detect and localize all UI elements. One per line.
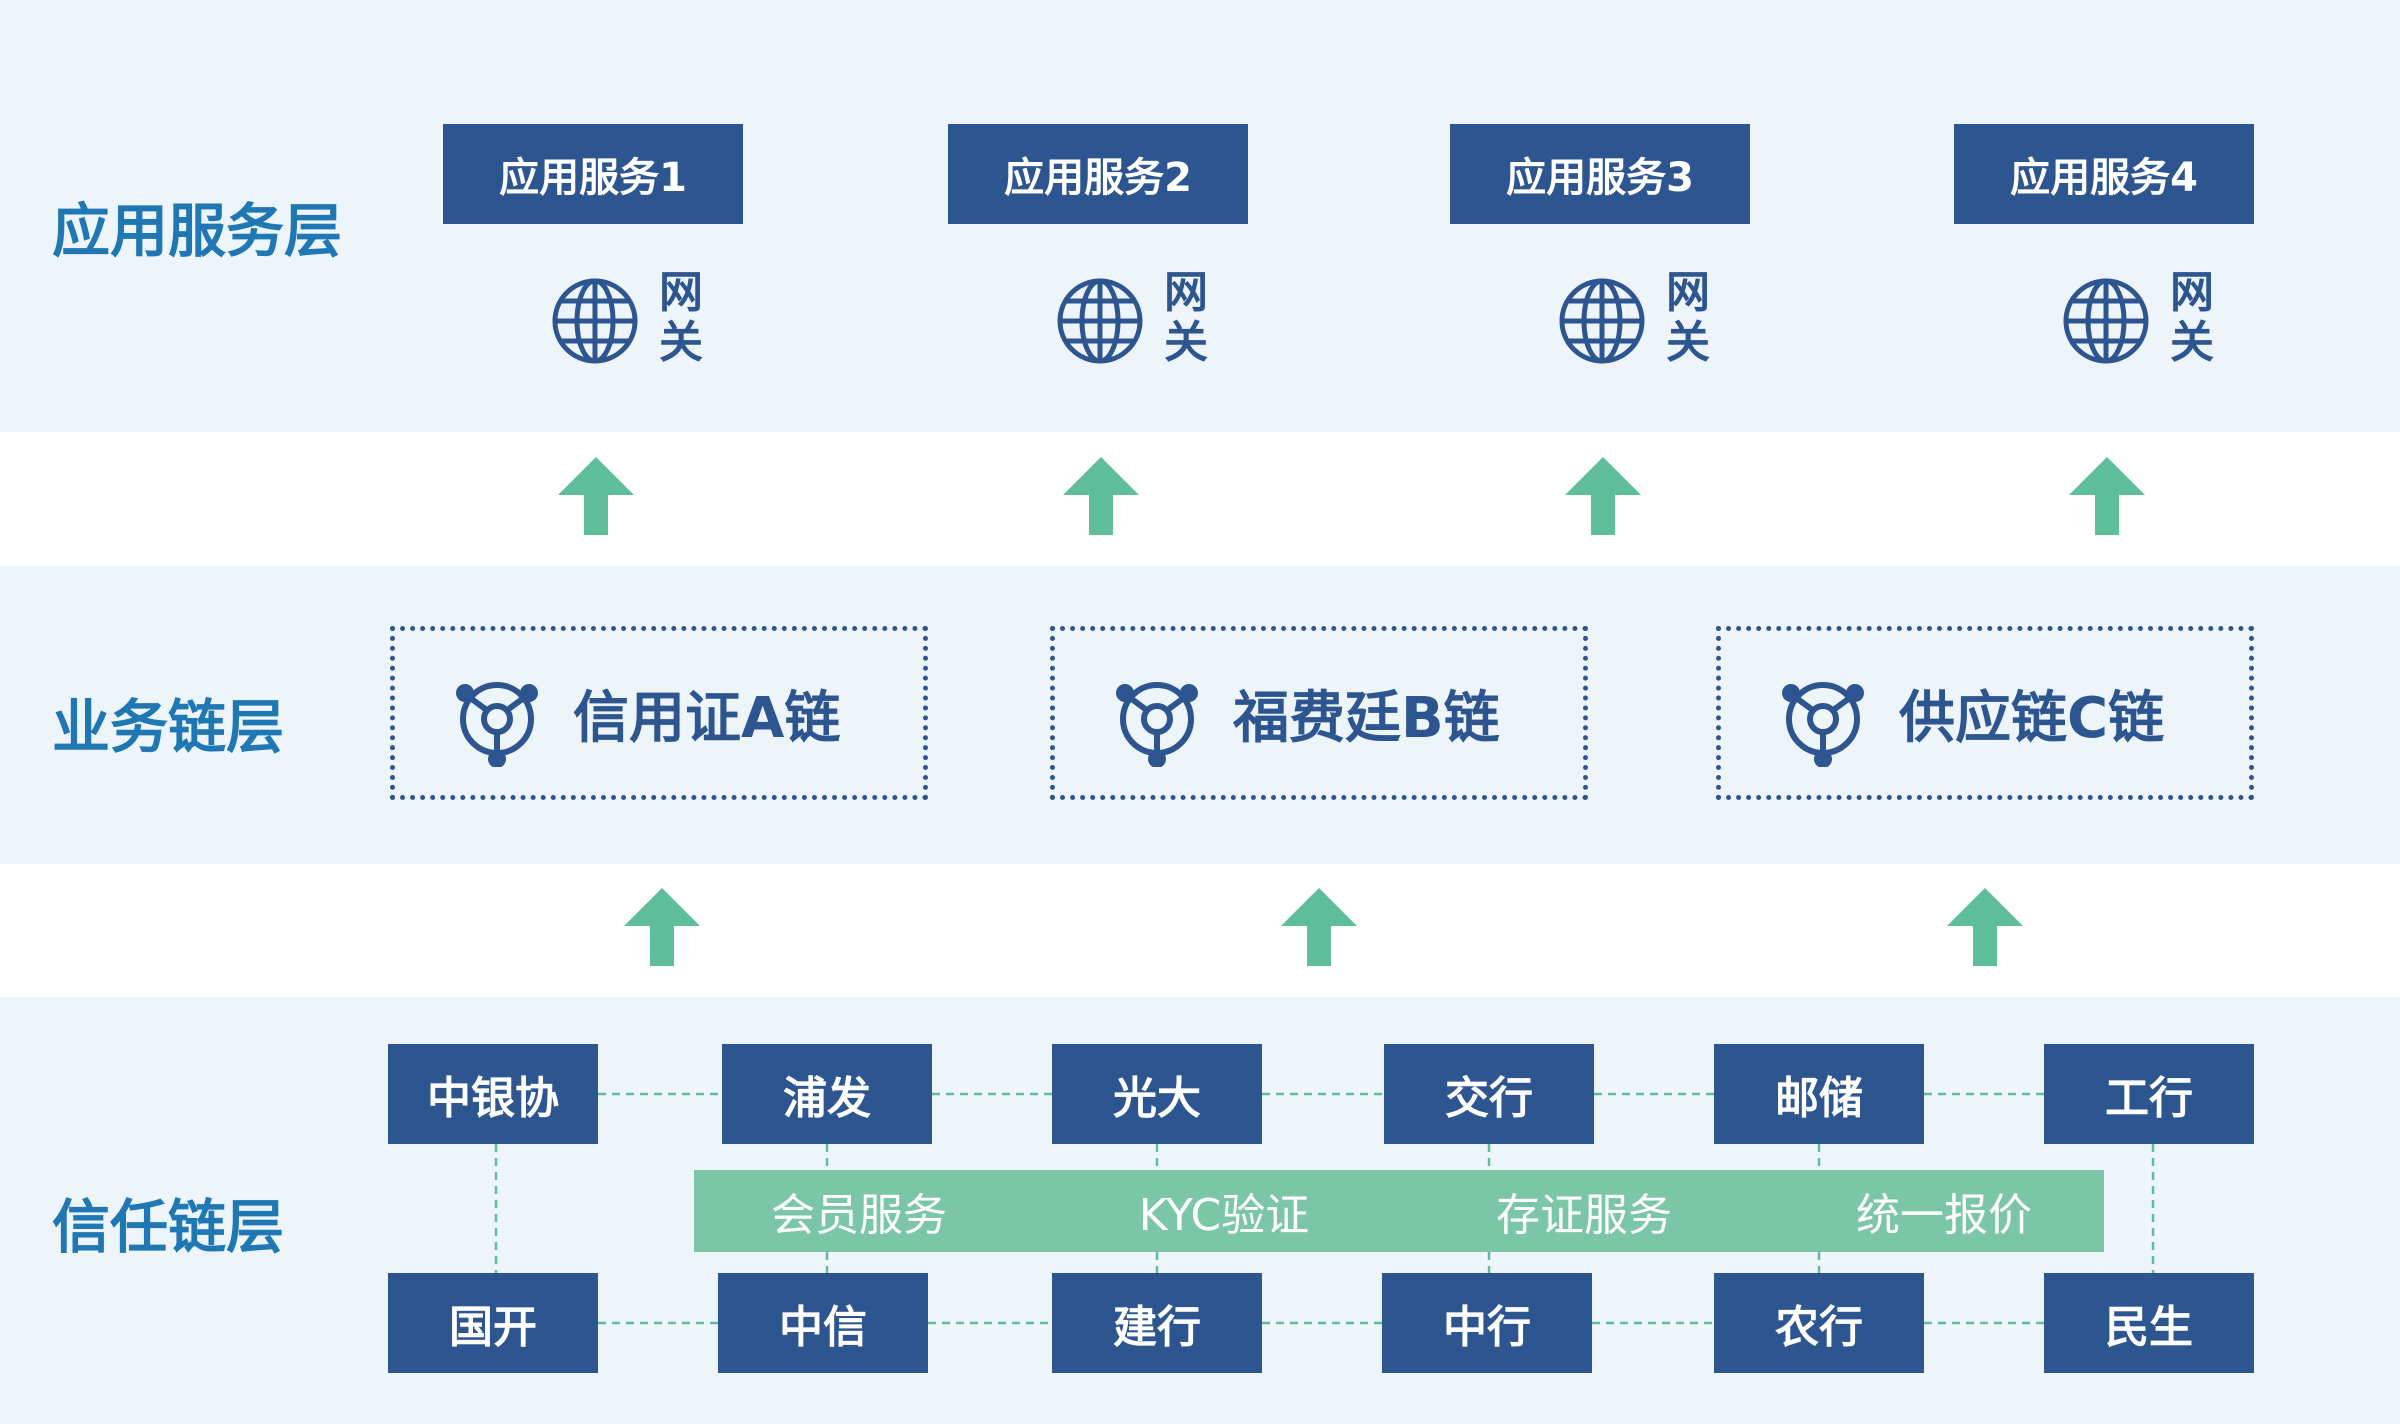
shared-service: 存证服务: [1496, 1190, 1672, 1241]
up-arrow-icon: [2069, 457, 2145, 535]
gateway-3: 网关: [1557, 268, 1727, 378]
service-box-4: 应用服务4: [1954, 124, 2254, 224]
shared-service: KYC验证: [1138, 1190, 1310, 1241]
gateway-label: 网关: [2170, 267, 2214, 368]
application-layer-label: 应用服务层: [52, 197, 343, 265]
bank-node: 中行: [1382, 1273, 1592, 1373]
globe-icon: [2063, 278, 2149, 364]
service-box-3: 应用服务3: [1450, 124, 1750, 224]
gateway-label: 网关: [1164, 267, 1208, 368]
gateway-4: 网关: [2061, 268, 2231, 378]
chain-network-icon: [1782, 682, 1864, 767]
chain-network-icon: [456, 682, 538, 767]
chain-box-c: 供应链C链: [1716, 626, 2254, 800]
bank-node: 中信: [718, 1273, 928, 1373]
globe-icon: [1559, 278, 1645, 364]
bank-node: 光大: [1052, 1044, 1262, 1144]
bank-node: 浦发: [722, 1044, 932, 1144]
chain-box-b: 福费廷B链: [1050, 626, 1588, 800]
shared-service: 统一报价: [1856, 1190, 2032, 1241]
service-box-2: 应用服务2: [948, 124, 1248, 224]
up-arrow-icon: [624, 888, 700, 966]
service-box-1: 应用服务1: [443, 124, 743, 224]
chain-box-a: 信用证A链: [390, 626, 928, 800]
chain-network-icon: [1116, 682, 1198, 767]
globe-icon: [552, 278, 638, 364]
bank-node: 建行: [1052, 1273, 1262, 1373]
trust-layer-label: 信任链层: [52, 1193, 285, 1261]
chain-name: 福费廷B链: [1233, 685, 1500, 751]
bank-node: 工行: [2044, 1044, 2254, 1144]
up-arrow-icon: [1281, 888, 1357, 966]
bank-node: 交行: [1384, 1044, 1594, 1144]
gateway-2: 网关: [1055, 268, 1225, 378]
business-layer-label: 业务链层: [52, 693, 285, 761]
shared-services-strip: 会员服务 KYC验证 存证服务 统一报价: [694, 1170, 2104, 1252]
chain-name: 信用证A链: [573, 685, 841, 751]
shared-service: 会员服务: [771, 1190, 947, 1241]
up-arrow-icon: [1063, 457, 1139, 535]
bank-node: 中银协: [388, 1044, 598, 1144]
globe-icon: [1057, 278, 1143, 364]
bank-node: 农行: [1714, 1273, 1924, 1373]
gateway-label: 网关: [659, 267, 703, 368]
up-arrow-icon: [1947, 888, 2023, 966]
gateway-1: 网关: [550, 268, 720, 378]
gateway-label: 网关: [1666, 267, 1710, 368]
bank-node: 民生: [2044, 1273, 2254, 1373]
up-arrow-icon: [1565, 457, 1641, 535]
up-arrow-icon: [558, 457, 634, 535]
bank-node: 邮储: [1714, 1044, 1924, 1144]
business-layer-band: [0, 566, 2400, 864]
bank-node: 国开: [388, 1273, 598, 1373]
chain-name: 供应链C链: [1899, 685, 2165, 751]
